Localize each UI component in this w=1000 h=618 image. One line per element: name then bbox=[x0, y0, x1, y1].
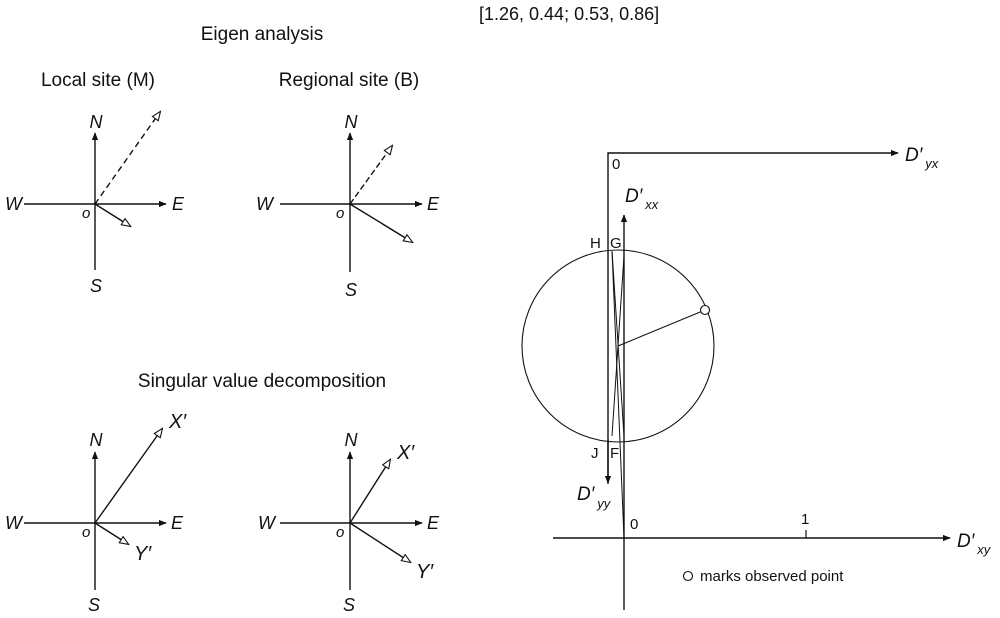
label-south: S bbox=[343, 595, 355, 615]
local-site-title: Local site (M) bbox=[41, 70, 155, 91]
label-one: 1 bbox=[801, 511, 809, 528]
label-west: W bbox=[256, 194, 275, 214]
singular-vector-x bbox=[349, 460, 390, 524]
matrix-label: [1.26, 0.44; 0.53, 0.86] bbox=[479, 4, 659, 24]
label-zero-top: 0 bbox=[612, 156, 620, 173]
label-east: E bbox=[427, 513, 440, 533]
label-east: E bbox=[171, 513, 184, 533]
axis-d-yx bbox=[607, 149, 899, 484]
mohr-circle bbox=[521, 249, 715, 443]
label-south: S bbox=[88, 595, 100, 615]
eigenvector-dashed bbox=[94, 112, 160, 205]
regional-site-title: Regional site (B) bbox=[279, 70, 419, 91]
label-west: W bbox=[5, 513, 24, 533]
eigenvector-dashed bbox=[349, 146, 392, 205]
observed-point bbox=[699, 304, 711, 316]
label-origin: o bbox=[336, 205, 344, 222]
label-y-prime: Y′ bbox=[134, 543, 152, 565]
chord-h-origin bbox=[611, 250, 625, 539]
singular-vector-x bbox=[94, 429, 162, 524]
compass-eigen-regional: N S E W o bbox=[256, 112, 440, 300]
label-north: N bbox=[345, 112, 359, 132]
legend-marker bbox=[682, 570, 694, 582]
label-east: E bbox=[427, 194, 440, 214]
label-north: N bbox=[345, 430, 359, 450]
label-origin: o bbox=[336, 524, 344, 541]
label-west: W bbox=[258, 513, 277, 533]
label-north: N bbox=[90, 430, 104, 450]
label-axis-yy: D′yy bbox=[577, 484, 612, 511]
mohr-diagram: 0 0 1 H G J F D′yx D′xx D′yy D′xy marks … bbox=[521, 145, 992, 610]
label-origin: o bbox=[82, 524, 90, 541]
label-axis-xy: D′xy bbox=[957, 531, 992, 557]
label-point-f: F bbox=[610, 445, 619, 462]
label-x-prime: X′ bbox=[168, 411, 187, 433]
label-point-j: J bbox=[591, 445, 599, 462]
label-east: E bbox=[172, 194, 185, 214]
chord-g-j bbox=[611, 255, 625, 437]
label-axis-yx: D′yx bbox=[905, 145, 939, 171]
label-south: S bbox=[345, 280, 357, 300]
svd-title: Singular value decomposition bbox=[138, 371, 386, 392]
compass-svd-local: N S E W o X′ Y′ bbox=[5, 411, 187, 615]
mohr-radius bbox=[617, 309, 706, 347]
label-south: S bbox=[90, 276, 102, 296]
label-west: W bbox=[5, 194, 24, 214]
singular-vector-y bbox=[94, 522, 128, 544]
label-point-g: G bbox=[610, 235, 622, 252]
label-x-prime: X′ bbox=[396, 442, 415, 464]
label-y-prime: Y′ bbox=[416, 561, 434, 583]
compass-eigen-local: N S E W o bbox=[5, 112, 185, 296]
eigenvector-short bbox=[94, 203, 130, 226]
label-north: N bbox=[90, 112, 104, 132]
eigen-title: Eigen analysis bbox=[201, 24, 324, 45]
eigenvector-short bbox=[349, 203, 412, 242]
legend-text: marks observed point bbox=[700, 568, 844, 585]
singular-vector-y bbox=[349, 522, 410, 562]
label-origin: o bbox=[82, 205, 90, 222]
label-point-h: H bbox=[590, 235, 601, 252]
label-zero-bottom: 0 bbox=[630, 516, 638, 533]
compass-svd-regional: N S E W o X′ Y′ bbox=[258, 430, 440, 615]
label-axis-xx: D′xx bbox=[625, 186, 659, 212]
